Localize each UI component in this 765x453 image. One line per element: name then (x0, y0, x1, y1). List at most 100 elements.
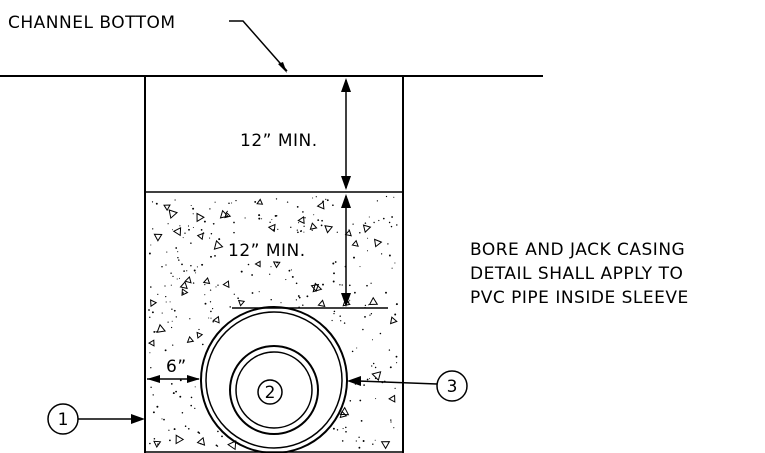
concrete-speck (390, 419, 392, 421)
concrete-speck (306, 295, 309, 298)
concrete-aggregate (373, 238, 383, 248)
concrete-aggregate (163, 204, 171, 212)
concrete-speck (380, 253, 383, 255)
concrete-speck (322, 283, 324, 286)
concrete-speck (300, 230, 302, 233)
concrete-speck (186, 270, 188, 272)
concrete-speck (370, 282, 372, 284)
concrete-speck (363, 384, 365, 386)
concrete-speck (179, 225, 181, 227)
concrete-speck (359, 232, 361, 234)
cover-bottom-dimension: 12” MIN. (228, 241, 306, 261)
concrete-speck (153, 330, 156, 333)
note-line-2: DETAIL SHALL APPLY TO (470, 264, 683, 284)
concrete-speck (209, 301, 212, 303)
concrete-aggregate (184, 276, 192, 284)
concrete-aggregate (186, 335, 195, 343)
concrete-aggregate (324, 225, 334, 234)
concrete-speck (204, 284, 206, 286)
concrete-speck (334, 261, 337, 263)
concrete-speck (179, 395, 182, 398)
channel-bottom-arrowhead (278, 62, 287, 73)
concrete-speck (396, 224, 398, 226)
concrete-hatch (148, 195, 398, 451)
concrete-speck (174, 199, 176, 201)
concrete-speck (190, 264, 192, 267)
concrete-speck (187, 225, 190, 227)
concrete-speck (395, 303, 398, 306)
callout-1-arrowhead (131, 414, 145, 424)
callout-3-arrowhead (347, 376, 361, 386)
concrete-speck (187, 427, 190, 430)
concrete-speck (192, 282, 195, 284)
concrete-aggregate (389, 316, 398, 325)
concrete-speck (390, 225, 393, 228)
concrete-speck (171, 229, 174, 231)
side-clearance-arrow-left (147, 375, 160, 383)
casing-outer-wall (200, 306, 348, 453)
concrete-speck (208, 317, 210, 319)
concrete-speck (348, 284, 351, 287)
concrete-speck (151, 201, 154, 203)
concrete-speck (254, 200, 257, 203)
concrete-speck (390, 421, 392, 423)
concrete-speck (152, 394, 154, 396)
concrete-aggregate (168, 209, 178, 220)
concrete-speck (358, 436, 360, 438)
concrete-speck (184, 425, 187, 427)
dim-top-arrow-down (341, 176, 351, 190)
concrete-aggregate (380, 441, 391, 450)
concrete-aggregate (272, 261, 281, 269)
concrete-speck (332, 280, 335, 283)
concrete-aggregate (309, 222, 318, 230)
concrete-aggregate (196, 232, 204, 241)
concrete-speck (177, 256, 179, 259)
concrete-speck (352, 223, 354, 225)
concrete-speck (172, 392, 175, 395)
concrete-speck (362, 440, 365, 442)
dim-bottom-arrow-up (341, 194, 351, 208)
concrete-speck (171, 320, 173, 322)
concrete-speck (393, 196, 395, 198)
concrete-aggregate (172, 226, 182, 237)
concrete-speck (209, 237, 211, 239)
concrete-speck (325, 198, 327, 201)
concrete-speck (362, 328, 364, 331)
concrete-speck (355, 440, 357, 442)
concrete-aggregate (175, 434, 185, 445)
concrete-speck (290, 226, 292, 228)
concrete-aggregate (256, 198, 264, 205)
concrete-speck (170, 284, 172, 286)
callout-2-bubble (257, 379, 283, 405)
concrete-aggregate (219, 209, 229, 219)
concrete-speck (372, 443, 374, 445)
concrete-aggregate (196, 436, 206, 446)
concrete-speck (251, 292, 254, 294)
concrete-speck (212, 222, 215, 225)
concrete-speck (165, 295, 167, 298)
concrete-speck (177, 251, 179, 253)
dim-top-arrow-up (341, 78, 351, 92)
concrete-aggregate (310, 283, 320, 293)
concrete-speck (269, 273, 271, 275)
concrete-speck (295, 282, 298, 285)
concrete-speck (196, 266, 198, 268)
concrete-speck (333, 310, 336, 313)
concrete-speck (155, 202, 158, 205)
concrete-speck (303, 225, 305, 227)
concrete-speck (172, 344, 174, 346)
concrete-speck (391, 216, 394, 218)
concrete-speck (389, 366, 392, 369)
concrete-speck (226, 210, 228, 212)
concrete-speck (165, 264, 167, 266)
concrete-speck (194, 407, 196, 410)
concrete-speck (233, 221, 235, 224)
concrete-speck (161, 418, 163, 420)
concrete-speck (209, 289, 212, 291)
concrete-speck (369, 378, 371, 380)
concrete-speck (288, 269, 291, 272)
concrete-speck (149, 442, 151, 445)
concrete-speck (339, 315, 341, 317)
concrete-speck (304, 217, 306, 219)
concrete-speck (358, 446, 361, 449)
